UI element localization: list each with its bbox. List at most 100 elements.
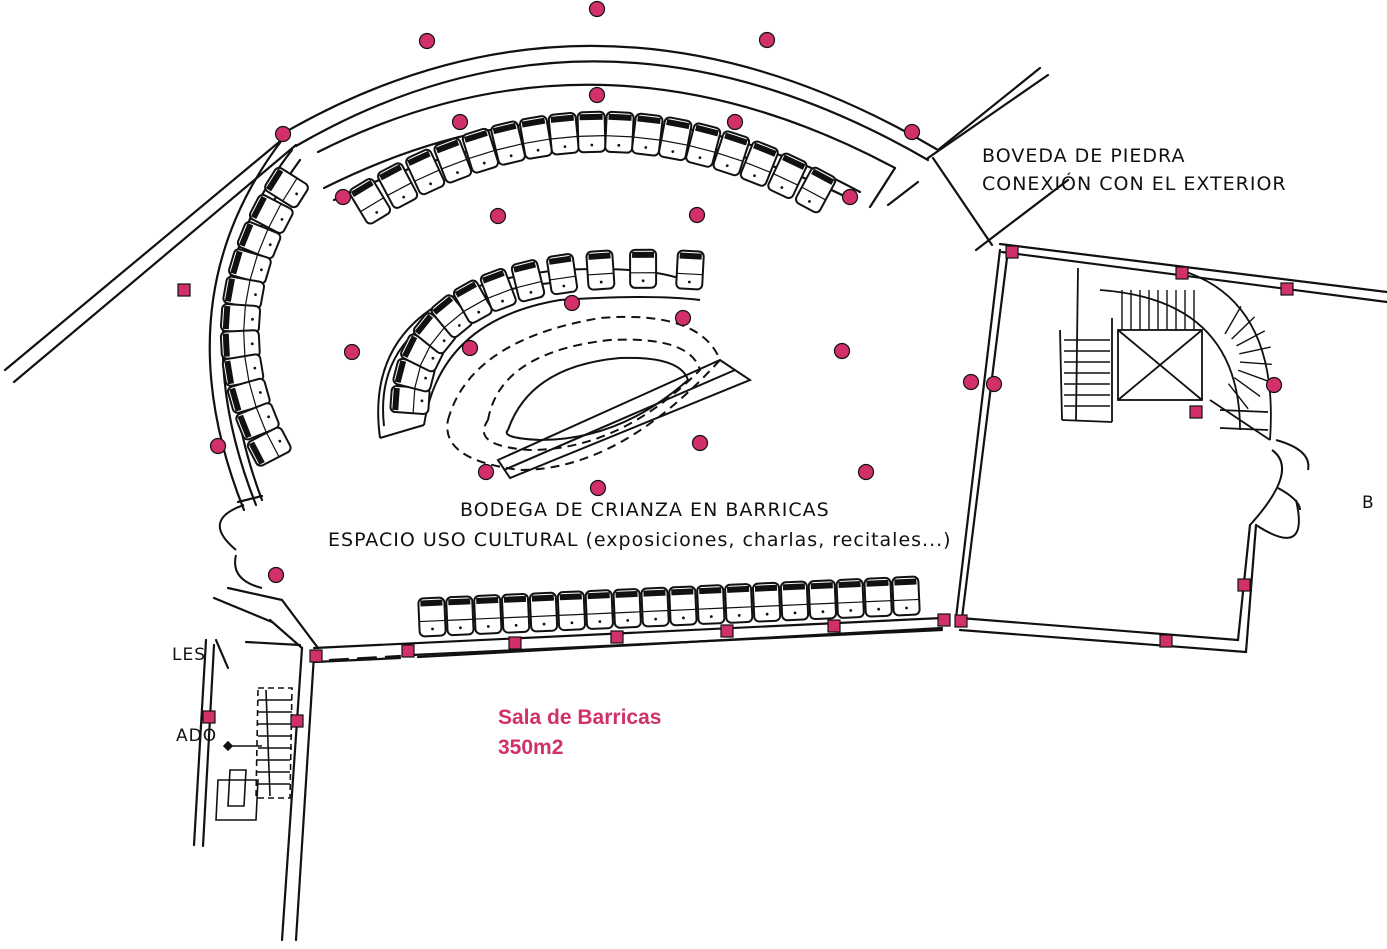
vault-label: BOVEDA DE PIEDRA <box>982 145 1186 167</box>
barrel <box>461 127 499 174</box>
barrel <box>433 137 473 184</box>
column-marker <box>726 113 744 131</box>
doors <box>218 439 1310 589</box>
barrel <box>519 115 553 160</box>
barrel <box>473 594 503 635</box>
barrel <box>348 178 392 225</box>
column-marker <box>309 649 323 663</box>
barrel <box>510 259 546 303</box>
barrel <box>576 110 607 154</box>
barrel <box>235 402 280 441</box>
barrel <box>585 249 616 291</box>
barrel <box>389 385 431 415</box>
room-name-label: Sala de Barricas <box>498 706 662 729</box>
barrel <box>405 148 446 196</box>
column-marker <box>841 188 859 206</box>
barrel <box>377 162 419 209</box>
column-marker <box>477 463 495 481</box>
column-marker <box>1189 405 1203 419</box>
column-marker <box>563 294 581 312</box>
barrel <box>668 585 698 627</box>
column-marker <box>588 86 606 104</box>
column-marker <box>674 309 692 327</box>
staircase <box>1059 267 1272 441</box>
column-marker <box>962 373 980 391</box>
cellar-label: BODEGA DE CRIANZA EN BARRICAS <box>460 499 830 521</box>
column-marker <box>985 375 1003 393</box>
column-marker <box>688 206 706 224</box>
cultural-use-label: ESPACIO USO CULTURAL (exposiciones, char… <box>328 529 952 551</box>
column-marker <box>401 644 415 658</box>
column-marker <box>589 479 607 497</box>
barrel <box>236 221 282 260</box>
barrel <box>452 279 493 324</box>
barrel <box>246 426 292 467</box>
column-marker <box>1237 578 1251 592</box>
barrel <box>445 595 475 637</box>
column-marker <box>588 0 606 18</box>
barrel <box>739 140 779 187</box>
barrel <box>479 267 517 312</box>
barrel <box>417 596 447 638</box>
column-marker <box>954 614 968 628</box>
barrel <box>835 578 865 619</box>
barrel <box>500 592 531 634</box>
column-marker <box>489 207 507 225</box>
column-marker <box>827 619 841 633</box>
column-marker <box>209 437 227 455</box>
barrel <box>807 579 838 621</box>
barrel <box>675 249 705 291</box>
barrel <box>629 248 658 289</box>
barrel <box>863 576 893 618</box>
edge-label-b: B <box>1362 493 1375 513</box>
barrel <box>724 583 754 624</box>
barrel <box>584 589 614 630</box>
column-marker <box>508 636 522 650</box>
column-marker <box>937 613 951 627</box>
barrel <box>795 166 837 214</box>
column-marker <box>1175 266 1189 280</box>
barrel <box>556 590 587 632</box>
barrel <box>696 584 726 625</box>
barrel <box>604 110 635 154</box>
column-marker <box>833 342 851 360</box>
column-marker <box>1159 634 1173 648</box>
column-marker <box>461 339 479 357</box>
column-marker <box>267 566 285 584</box>
barrel <box>219 303 262 334</box>
column-marker <box>334 188 352 206</box>
barrel <box>685 122 722 168</box>
column-marker <box>274 125 292 143</box>
column-marker <box>202 710 216 724</box>
corridor-stair <box>215 687 293 821</box>
stair-treads <box>1064 290 1272 410</box>
column-marker <box>903 123 921 141</box>
edge-label-ado: ADO <box>176 726 218 746</box>
barrel <box>751 581 782 623</box>
column-marker <box>857 463 875 481</box>
barrel <box>528 591 559 633</box>
edge-label-les: LES <box>172 645 207 665</box>
barrel <box>546 253 579 296</box>
barrel <box>490 120 526 166</box>
structural-columns <box>177 0 1294 728</box>
barrel <box>640 586 670 628</box>
barrel <box>631 112 664 157</box>
column-marker <box>758 31 776 49</box>
barrel <box>227 377 271 414</box>
room-area-label: 350m2 <box>498 736 564 759</box>
barrel <box>779 580 810 622</box>
column-marker <box>691 434 709 452</box>
barrel <box>891 575 921 617</box>
barrel <box>712 130 751 177</box>
barrel <box>658 116 693 162</box>
column-marker <box>1265 376 1283 394</box>
column-marker <box>343 343 361 361</box>
column-marker <box>1280 282 1294 296</box>
barrel <box>248 193 294 234</box>
column-marker <box>451 113 469 131</box>
column-marker <box>290 714 304 728</box>
column-marker <box>177 283 191 297</box>
barrel <box>767 152 808 199</box>
